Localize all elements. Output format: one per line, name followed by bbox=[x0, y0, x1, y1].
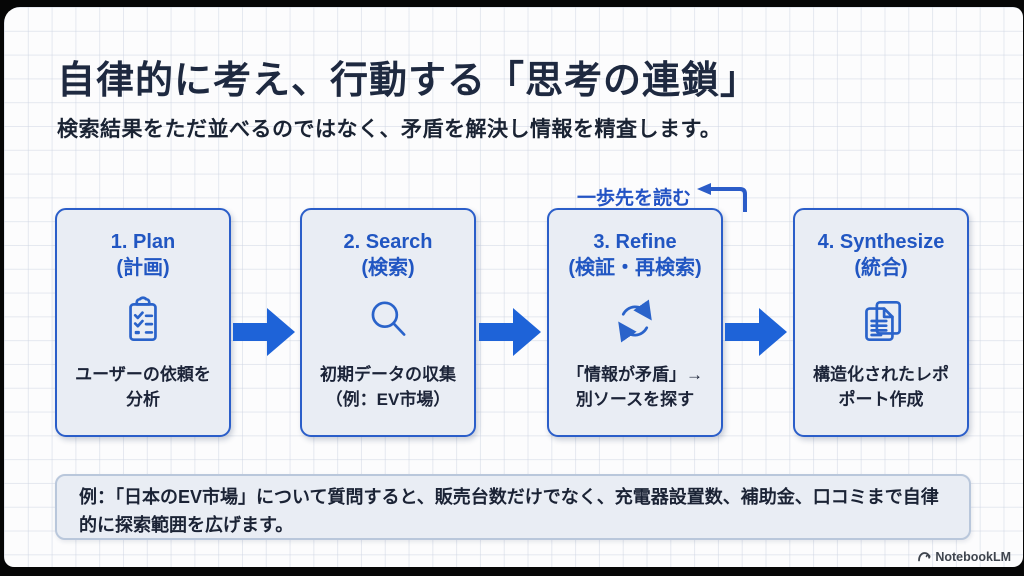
footer-brand-label: NotebookLM bbox=[935, 550, 1011, 564]
clipboard-checklist-icon bbox=[57, 292, 229, 350]
step-description: 初期データの収集 （例：EV市場） bbox=[320, 364, 456, 410]
flow-arrow-icon bbox=[725, 308, 787, 356]
step-title: 2. Search (検索) bbox=[302, 229, 474, 282]
loop-back-arrow-icon bbox=[697, 183, 747, 212]
flow-arrow-icon bbox=[479, 308, 541, 356]
step-title-jp: (検証・再検索) bbox=[568, 257, 702, 280]
slide-canvas: 自律的に考え、行動する「思考の連鎖」 検索結果をただ並べるのではなく、矛盾を解決… bbox=[4, 7, 1023, 567]
refresh-cycle-icon bbox=[549, 292, 721, 350]
step-title: 4. Synthesize (統合) bbox=[795, 229, 967, 282]
step-title: 3. Refine (検証・再検索) bbox=[549, 229, 721, 282]
documents-icon bbox=[795, 292, 967, 350]
step-title-en: 2. Search bbox=[343, 231, 433, 253]
step-card-search: 2. Search (検索) 初期データの収集 （例：EV市場） bbox=[300, 208, 476, 437]
step-card-synthesize: 4. Synthesize (統合) 構造化されたレポ ポート作成 bbox=[793, 208, 969, 437]
step-card-refine: 3. Refine (検証・再検索) 「情報が矛盾」→ 別ソースを探す bbox=[547, 208, 723, 437]
step-title-en: 3. Refine bbox=[593, 231, 677, 253]
step-title-en: 4. Synthesize bbox=[817, 231, 945, 253]
example-note: 例：「日本のEV市場」について質問すると、販売台数だけでなく、充電器設置数、補助… bbox=[55, 474, 971, 540]
step-description: 「情報が矛盾」→ 別ソースを探す bbox=[567, 364, 703, 410]
footer-brand: NotebookLM bbox=[917, 550, 1011, 564]
loop-label: 一歩先を読む bbox=[577, 188, 692, 209]
step-title-jp: (統合) bbox=[854, 257, 908, 280]
step-title: 1. Plan (計画) bbox=[57, 229, 229, 282]
step-card-plan: 1. Plan (計画) ユーザーの依頼を 分析 bbox=[55, 208, 231, 437]
notebooklm-logo-icon bbox=[918, 552, 931, 562]
step-title-jp: (検索) bbox=[361, 257, 415, 280]
search-icon bbox=[302, 292, 474, 350]
slide-subtitle: 検索結果をただ並べるのではなく、矛盾を解決し情報を精査します。 bbox=[57, 118, 722, 141]
step-title-en: 1. Plan bbox=[110, 231, 176, 253]
step-title-jp: (計画) bbox=[116, 257, 170, 280]
step-description: ユーザーの依頼を 分析 bbox=[75, 364, 211, 410]
flow-arrow-icon bbox=[233, 308, 295, 356]
step-description: 構造化されたレポ ポート作成 bbox=[813, 364, 949, 410]
slide-title: 自律的に考え、行動する「思考の連鎖」 bbox=[57, 60, 760, 102]
